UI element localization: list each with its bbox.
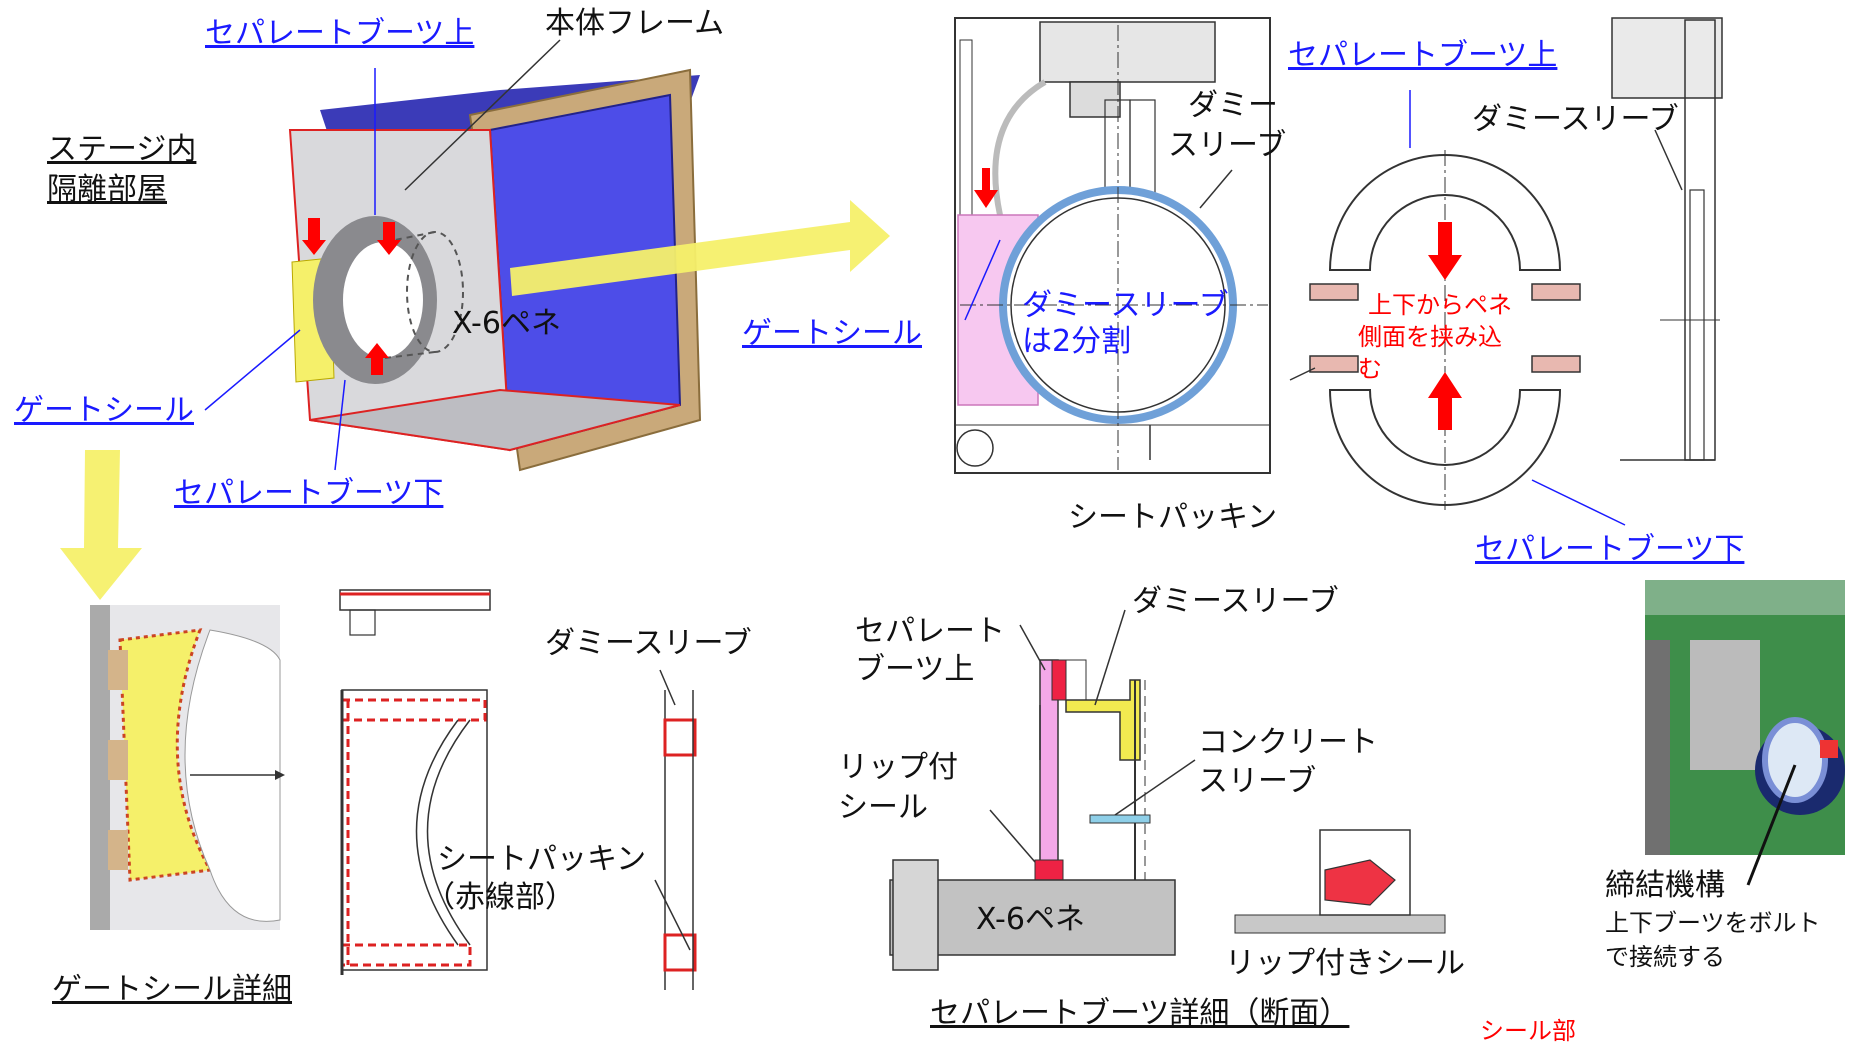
label-fastening: 締結機構	[1605, 868, 1725, 903]
label-separate-boot-top-1: セパレートブーツ上	[205, 16, 475, 51]
label-dummy-sleeve-bottom: ダミースリーブ	[545, 626, 752, 661]
label-lip-2: シール	[838, 790, 928, 825]
label-separate-boot-bottom-2: セパレートブーツ下	[1475, 532, 1745, 567]
label-concrete-2: スリーブ	[1198, 764, 1317, 799]
label-lip-seal: リップ付きシール	[1225, 946, 1465, 981]
fastening-photo	[1645, 580, 1845, 855]
yellow-arrow-down	[60, 450, 142, 600]
label-boot-detail: セパレートブーツ詳細（断面）	[930, 996, 1350, 1031]
label-separate-boot-top-2: セパレートブーツ上	[1288, 38, 1558, 73]
label-fastening-desc-2: で接続する	[1605, 943, 1725, 971]
gate-front-view	[954, 17, 1271, 474]
label-pene-clamp-1: 上下からペネ	[1368, 291, 1512, 319]
label-stage-room-2: 隔離部屋	[47, 172, 167, 207]
dummy-sleeve-section	[663, 690, 697, 990]
label-x6-pene-bottom: X-6ペネ	[976, 902, 1085, 937]
label-gate-seal-detail: ゲートシール詳細	[52, 972, 292, 1007]
label-boot-top-2: ブーツ上	[855, 652, 975, 687]
label-main-frame: 本体フレーム	[545, 6, 725, 41]
label-dummy-line2: スリーブ	[1168, 128, 1287, 163]
lip-seal-section	[1234, 829, 1446, 934]
label-sheet-packing-bottom: シートパッキン	[437, 842, 647, 877]
label-lip-1: リップ付	[838, 750, 958, 785]
label-dummy-sleeve-right: ダミースリーブ	[1472, 102, 1679, 137]
label-stage-room-1: ステージ内	[47, 132, 197, 167]
yellow-arrow-right	[510, 200, 890, 296]
label-dummy-sleeve-section: ダミースリーブ	[1132, 584, 1339, 619]
label-sheet-packing-red: （赤線部）	[425, 880, 575, 915]
label-gate-seal-2: ゲートシール	[742, 316, 922, 351]
label-concrete-1: コンクリート	[1198, 725, 1378, 760]
gate-seal-drawing	[339, 589, 491, 975]
label-dummy-split-1: ダミースリーブ	[1022, 288, 1229, 323]
boot-cross-section	[889, 659, 1176, 971]
label-dummy-split-2: は2分割	[1022, 324, 1132, 359]
gate-seal-photo	[90, 605, 281, 930]
label-sheet-packing-top: シートパッキン	[1068, 500, 1278, 535]
split-ring-view	[1309, 150, 1581, 510]
label-pene-clamp-2: 側面を挟み込	[1358, 323, 1502, 351]
side-view	[1611, 17, 1723, 461]
label-separate-boot-bottom-1: セパレートブーツ下	[174, 476, 444, 511]
label-dummy-line1: ダミー	[1188, 88, 1278, 123]
label-x6-pene-top: X-6ペネ	[452, 306, 561, 341]
label-gate-seal-1: ゲートシール	[14, 393, 194, 428]
isometric-room	[288, 68, 702, 472]
label-seal-part: シール部	[1480, 1017, 1576, 1045]
label-fastening-desc-1: 上下ブーツをボルト	[1605, 909, 1821, 937]
label-pene-clamp-3: む	[1358, 355, 1382, 383]
label-boot-top-1: セパレート	[855, 614, 1005, 649]
